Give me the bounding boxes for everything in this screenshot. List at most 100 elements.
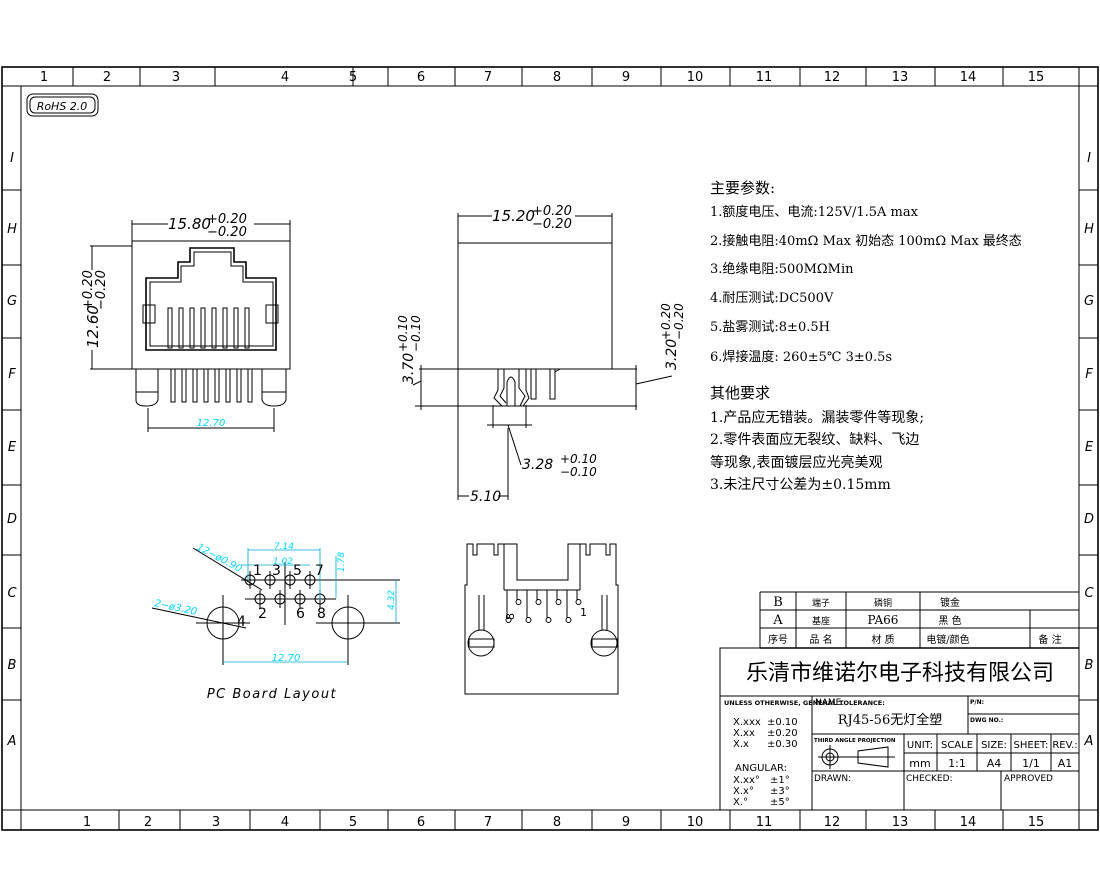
svg-text:−0.20: −0.20 [94,270,109,310]
contact [233,307,239,349]
projection-label: THIRD ANGLE PROJECTION [814,738,896,744]
svg-text:+0.20: +0.20 [659,303,673,340]
row-zone-label: H [7,222,17,237]
angular-value: ±5° [770,797,790,808]
spec-item: 5.盐雾测试:8±0.5H [710,320,830,335]
angular-value: ±3° [770,786,790,797]
row-zone-label: A [1084,734,1094,749]
requirement-line: 等现象,表面镀层应光亮美观 [710,454,882,471]
pin-number: 8 [317,606,326,622]
row-zone-label: A [7,734,17,749]
front-pins [170,368,253,403]
contact [211,307,217,349]
approved-label: APPROVED [1004,774,1053,784]
post-spacing-dim: 12.70 [272,653,301,664]
front-view: 15.80 +0.20 −0.20 12.60 +0.20 −0.20 12.7… [81,212,291,432]
svg-text:−0.10: −0.10 [409,315,423,352]
tolerance-value: ±0.20 [767,728,798,739]
column-zone-label: 7 [484,70,492,85]
bottom-body [464,543,619,695]
contact [222,307,228,349]
post-hole-note: 2−ø3.20 [153,598,197,618]
pin [214,368,220,403]
column-zone-label: 13 [892,815,909,830]
bom-cell-name: 基座 [812,615,830,627]
row-zone-label: E [8,440,17,455]
pin-number: 6 [296,606,305,622]
angular-value: ±1° [770,775,790,786]
pin [181,368,187,403]
rohs-label: RoHS 2.0 [37,100,88,113]
bottom-view: 1 8 [464,543,619,695]
column-zone-label: 15 [1028,815,1045,830]
tolerance-value: ±0.30 [767,739,798,750]
scale-label: SCALE [941,740,973,751]
pn-label: P/N: [970,699,984,706]
requirement-line: 3.未注尺寸公差为±0.15mm [710,477,891,493]
requirement-line: 2.零件表面应无裂纹、缺料、飞边 [710,431,919,448]
angular-key: X.x° [733,786,754,797]
column-zone-label: 7 [484,815,492,830]
angular-title: ANGULAR: [735,763,787,774]
row-zone-label: C [7,586,17,601]
bottom-post-left [467,595,495,657]
column-zone-label: 8 [553,815,561,830]
column-zone-label: 4 [281,70,289,85]
pin-hole-note: 12−ø0.90 [195,542,244,575]
column-zone-label: 14 [960,70,977,85]
tolerance-key: X.x [733,739,749,750]
tolerance-value: ±0.10 [767,717,798,728]
pin [170,368,176,403]
row-zone-label: B [1085,658,1094,673]
bom-cell-finish: 黑 色 [938,614,961,627]
bom-header-material: 材 质 [871,633,894,646]
column-zone-label: 8 [553,70,561,85]
side-body [457,242,613,370]
column-zone-label: 3 [212,815,220,830]
column-zone-label: 14 [960,815,977,830]
column-zone-label: 2 [144,815,152,830]
pin-number: 4 [237,614,246,630]
tolerance-key: X.xx [733,728,755,739]
rev-value: A1 [1058,757,1073,770]
column-zone-label: 12 [824,815,841,830]
pin [225,368,231,403]
column-zone-label: 12 [824,70,841,85]
column-zone-label: 6 [417,815,425,830]
bom-header-no: 序号 [768,633,788,646]
part-name: RJ45-56无灯全塑 [838,712,942,728]
svg-text:−0.20: −0.20 [207,225,247,240]
side-pin-1 [530,368,537,400]
bom-header-finish: 电镀/颜色 [926,633,969,646]
svg-text:+0.10: +0.10 [560,452,597,466]
rev-label: REV.: [1052,740,1077,751]
pin [236,368,242,403]
front-height-dim: 12.60 [84,305,102,348]
requirements-heading: 其他要求 [710,384,770,402]
spec-item: 3.绝缘电阻:500MΩMin [710,261,854,277]
pin-number: 7 [315,563,324,579]
bottom-pin-1-label: 1 [580,606,587,619]
column-zone-label: 5 [349,815,357,830]
column-zone-label: 2 [103,70,111,85]
drawn-label: DRAWN: [814,774,851,784]
pitch-dim: 1.02 [273,557,293,567]
dwg-label: DWG NO.: [970,717,1003,724]
pin-number: 1 [253,563,262,579]
front-post-spacing-dim: 12.70 [197,418,226,429]
post-width-dim: 3.28 [522,457,553,473]
bom-cell-no: A [772,613,783,628]
span-dim: 7.14 [274,542,294,552]
socket-opening [145,247,277,351]
column-zone-ticks: 1122334455667788991010111112121313141415… [1,67,1080,830]
unit-label: UNIT: [907,740,933,751]
bottom-pin-8-label: 8 [504,613,517,620]
row-zone-label: B [8,658,17,673]
spec-item: 6.焊接温度: 260±5℃ 3±0.5s [710,349,892,365]
svg-text:+0.20: +0.20 [207,212,247,227]
side-view: 15.20 +0.20 −0.20 3.70 +0.10 −0.10 3.20 … [396,204,686,505]
contact [189,307,195,349]
